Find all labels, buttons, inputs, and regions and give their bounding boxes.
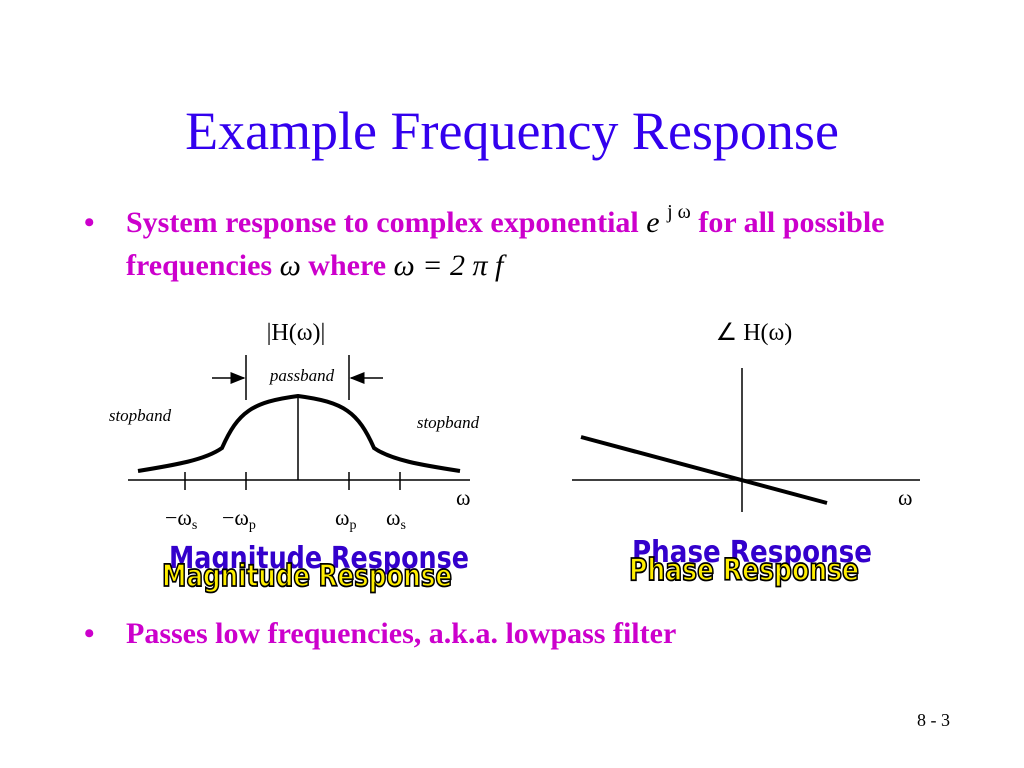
math-e: e <box>646 206 660 239</box>
bullet-text-a: System response to complex exponential <box>126 206 647 239</box>
phase-caption-text: Phase Response <box>629 553 859 588</box>
tick-label-wp: ωp <box>335 505 356 533</box>
phase-line <box>580 435 828 505</box>
bullet-lowpass: • Passes low frequencies, a.k.a. lowpass… <box>80 614 960 654</box>
tick-label-neg-ws: −ωs <box>165 505 197 533</box>
magnitude-plot: |H(ω)| passband stopband stopband ω −ωs … <box>109 320 480 533</box>
phase-caption: Phase Response Phase Response <box>628 535 872 589</box>
tick-label-ws-main: ω <box>386 505 400 530</box>
bullet-text: System response to complex exponential e… <box>126 201 960 286</box>
tick-label-neg-wp-main: −ω <box>222 505 249 530</box>
tick-label-neg-ws-sub: s <box>192 518 197 533</box>
magnitude-axis-label: ω <box>456 485 470 510</box>
phase-title: ∠ H(ω) <box>716 320 793 346</box>
bullet-text-c: where <box>300 249 394 282</box>
tick-label-wp-main: ω <box>335 505 349 530</box>
bullet-text-b: for all possible frequencies <box>126 206 885 282</box>
magnitude-curve <box>137 393 461 473</box>
phase-plot: ∠ H(ω) ω <box>572 320 920 512</box>
stopband-right-label: stopband <box>417 413 480 432</box>
math-omega: ω <box>279 249 301 282</box>
math-equation: ω = 2 π f <box>393 249 504 282</box>
phase-caption-shadow: Phase Response <box>632 535 872 570</box>
tick-label-neg-ws-main: −ω <box>165 505 192 530</box>
magnitude-caption-shadow: Magnitude Response <box>169 541 469 576</box>
bullet-text: Passes low frequencies, a.k.a. lowpass f… <box>126 617 677 650</box>
passband-label: passband <box>269 366 335 385</box>
tick-label-neg-wp-sub: p <box>249 518 256 533</box>
slide-title: Example Frequency Response <box>185 101 839 161</box>
bullet-dot: • <box>84 206 95 239</box>
tick-label-neg-wp: −ωp <box>222 505 256 533</box>
tick-label-ws-sub: s <box>400 518 405 533</box>
page-number: 8 - 3 <box>917 710 950 730</box>
tick-label-wp-sub: p <box>349 518 356 533</box>
phase-axis-label: ω <box>898 485 912 510</box>
tick-label-ws: ωs <box>386 505 406 533</box>
stopband-left-label: stopband <box>109 406 172 425</box>
bullet-dot: • <box>84 617 95 650</box>
bullet-system-response: • System response to complex exponential… <box>80 201 960 286</box>
math-exponent: j ω <box>667 201 691 223</box>
magnitude-caption: Magnitude Response Magnitude Response <box>161 541 469 595</box>
magnitude-title: |H(ω)| <box>267 320 326 346</box>
magnitude-caption-text: Magnitude Response <box>162 559 452 594</box>
